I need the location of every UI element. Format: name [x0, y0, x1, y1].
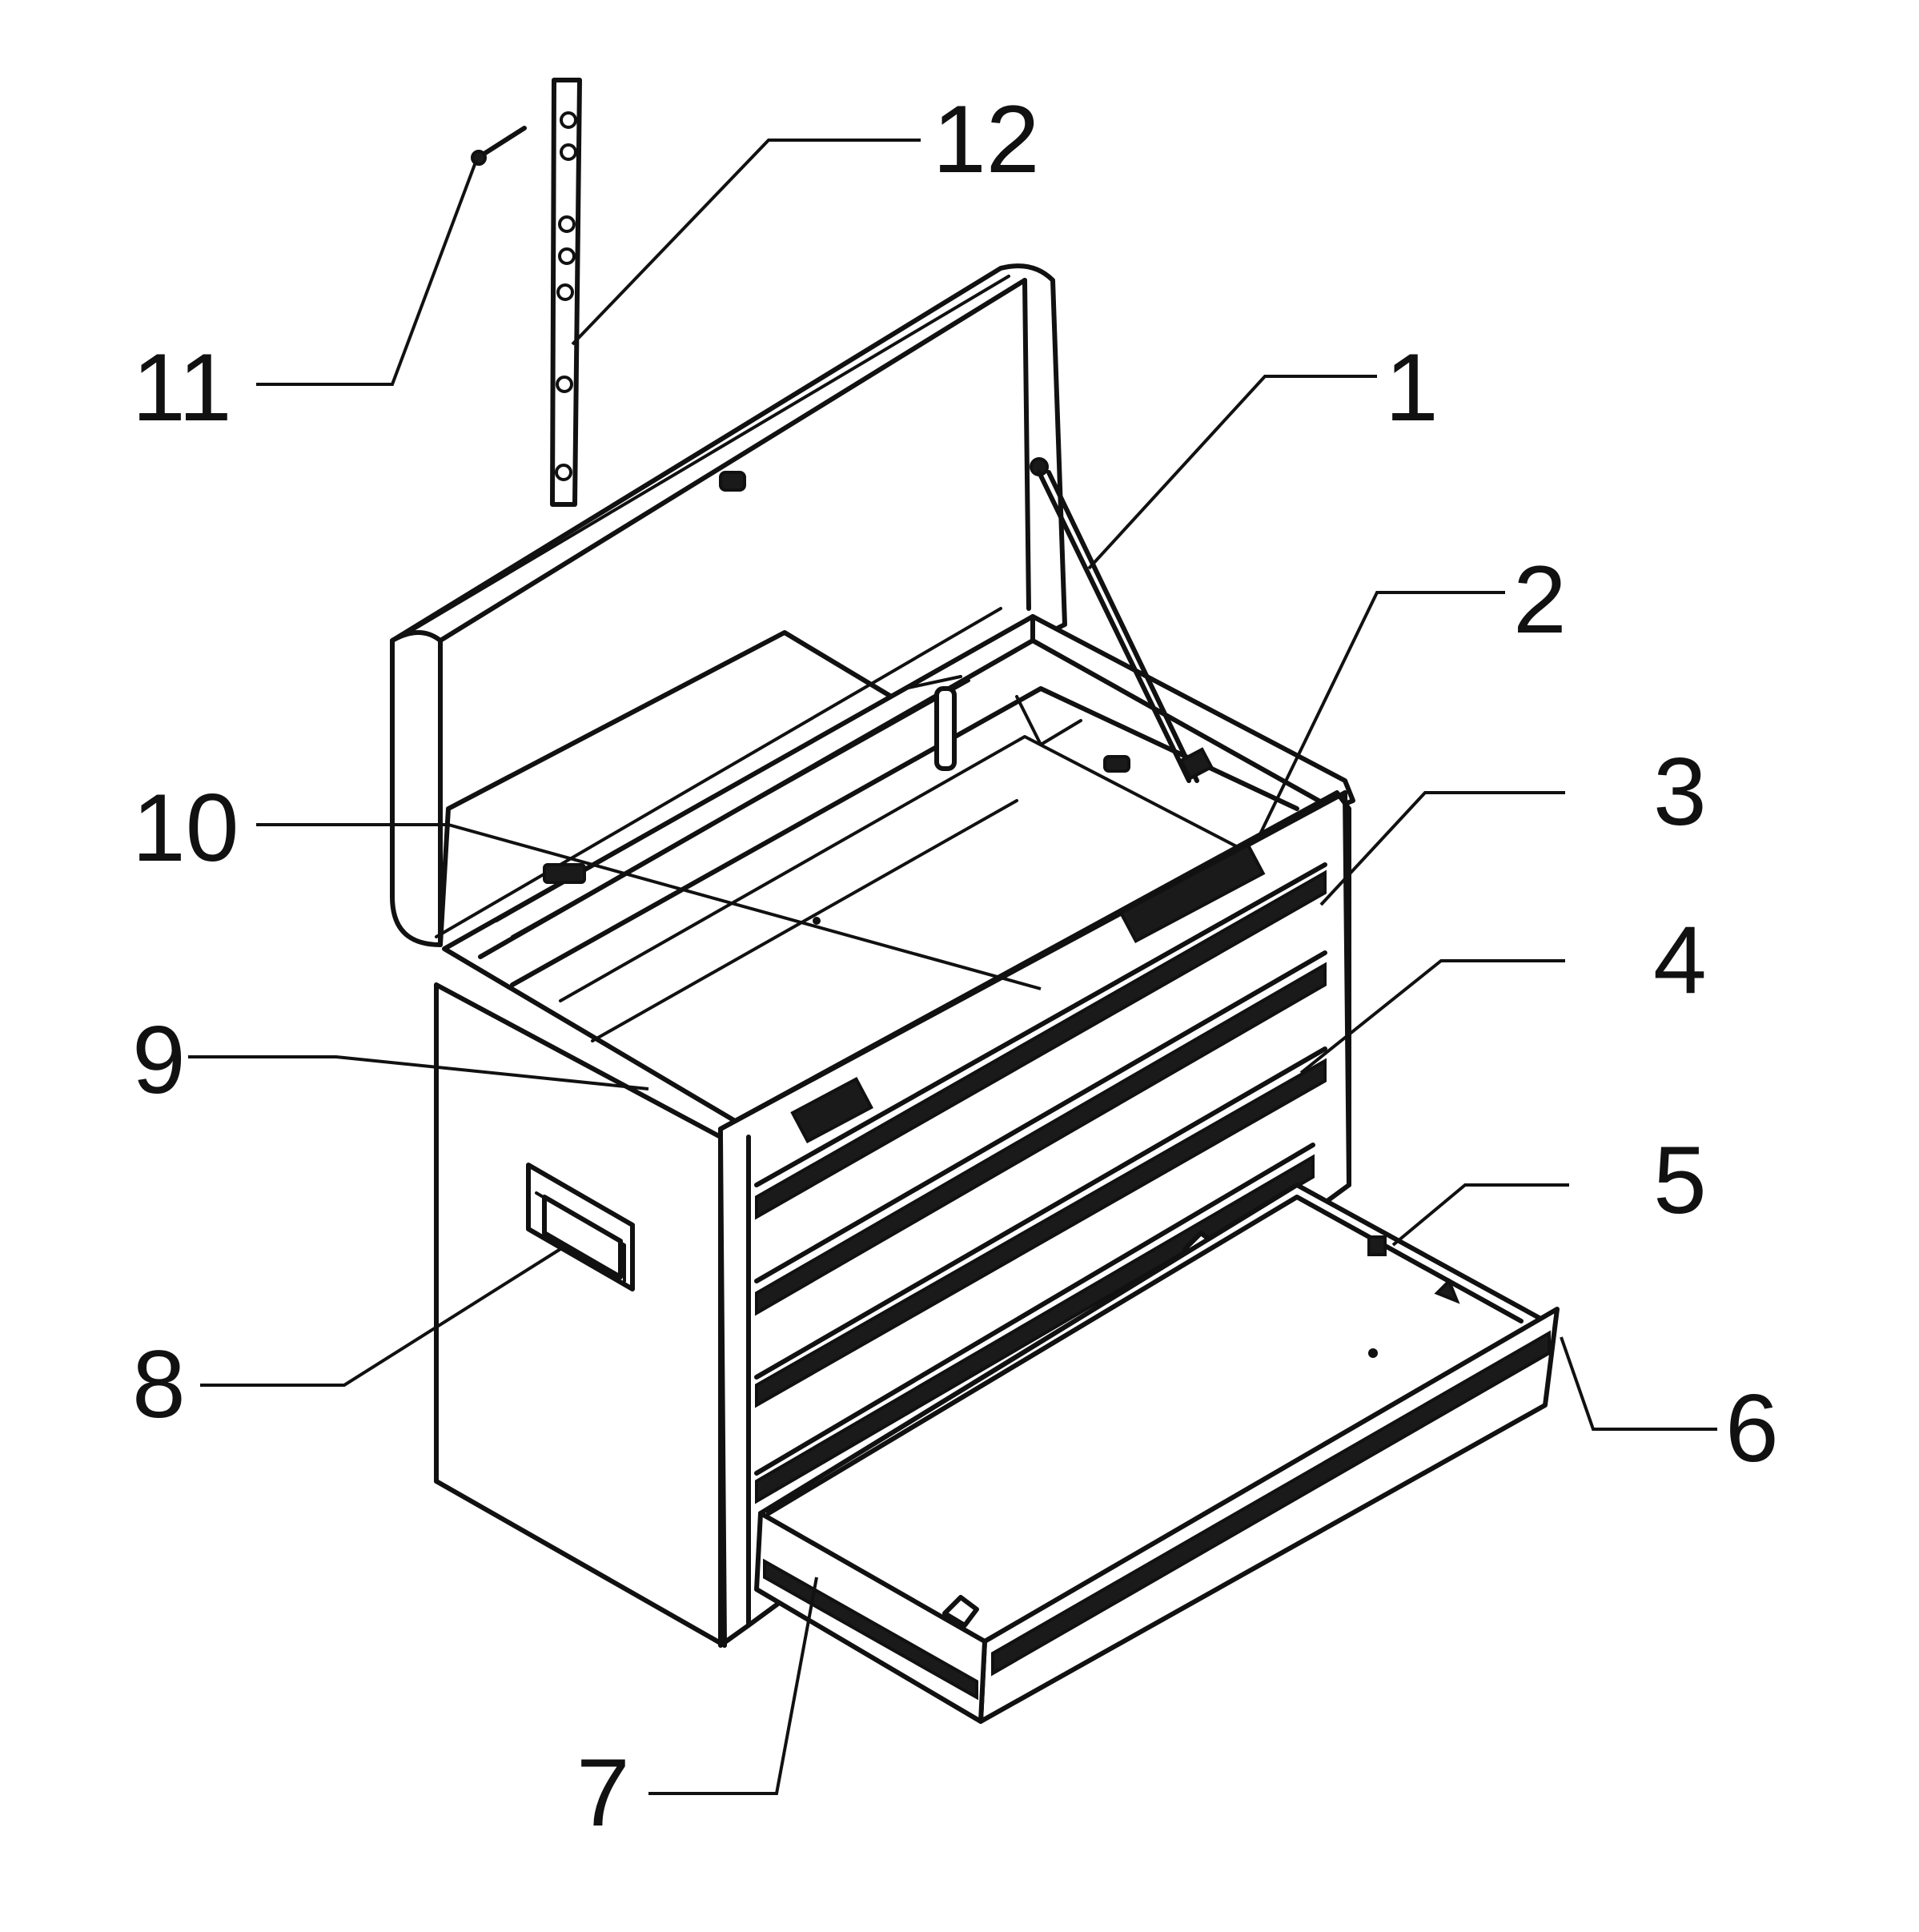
- callout-9: 9: [132, 1006, 186, 1114]
- callout-8: 8: [132, 1331, 186, 1438]
- lid: [390, 263, 1067, 947]
- callout-3: 3: [1653, 738, 1707, 846]
- callout-2: 2: [1513, 546, 1567, 653]
- callout-10: 10: [132, 774, 239, 882]
- callout-12: 12: [933, 86, 1039, 193]
- gas-spring: [1030, 457, 1214, 783]
- callout-1: 1: [1385, 334, 1439, 441]
- callout-6: 6: [1725, 1375, 1779, 1482]
- callout-7: 7: [576, 1739, 630, 1846]
- screw: [471, 126, 527, 166]
- callout-5: 5: [1653, 1127, 1707, 1234]
- drawers-closed: [754, 842, 1327, 1504]
- chest-left-side: [434, 982, 727, 1648]
- callout-11: 11: [132, 334, 232, 441]
- callout-4: 4: [1653, 906, 1707, 1014]
- leader-lines: [188, 139, 1717, 1795]
- drawer-open: [754, 1183, 1560, 1724]
- hinge-strip: [550, 78, 582, 507]
- callout-labels: 1 2 3 4 5 6 7 8 9 10 11 12: [132, 86, 1779, 1846]
